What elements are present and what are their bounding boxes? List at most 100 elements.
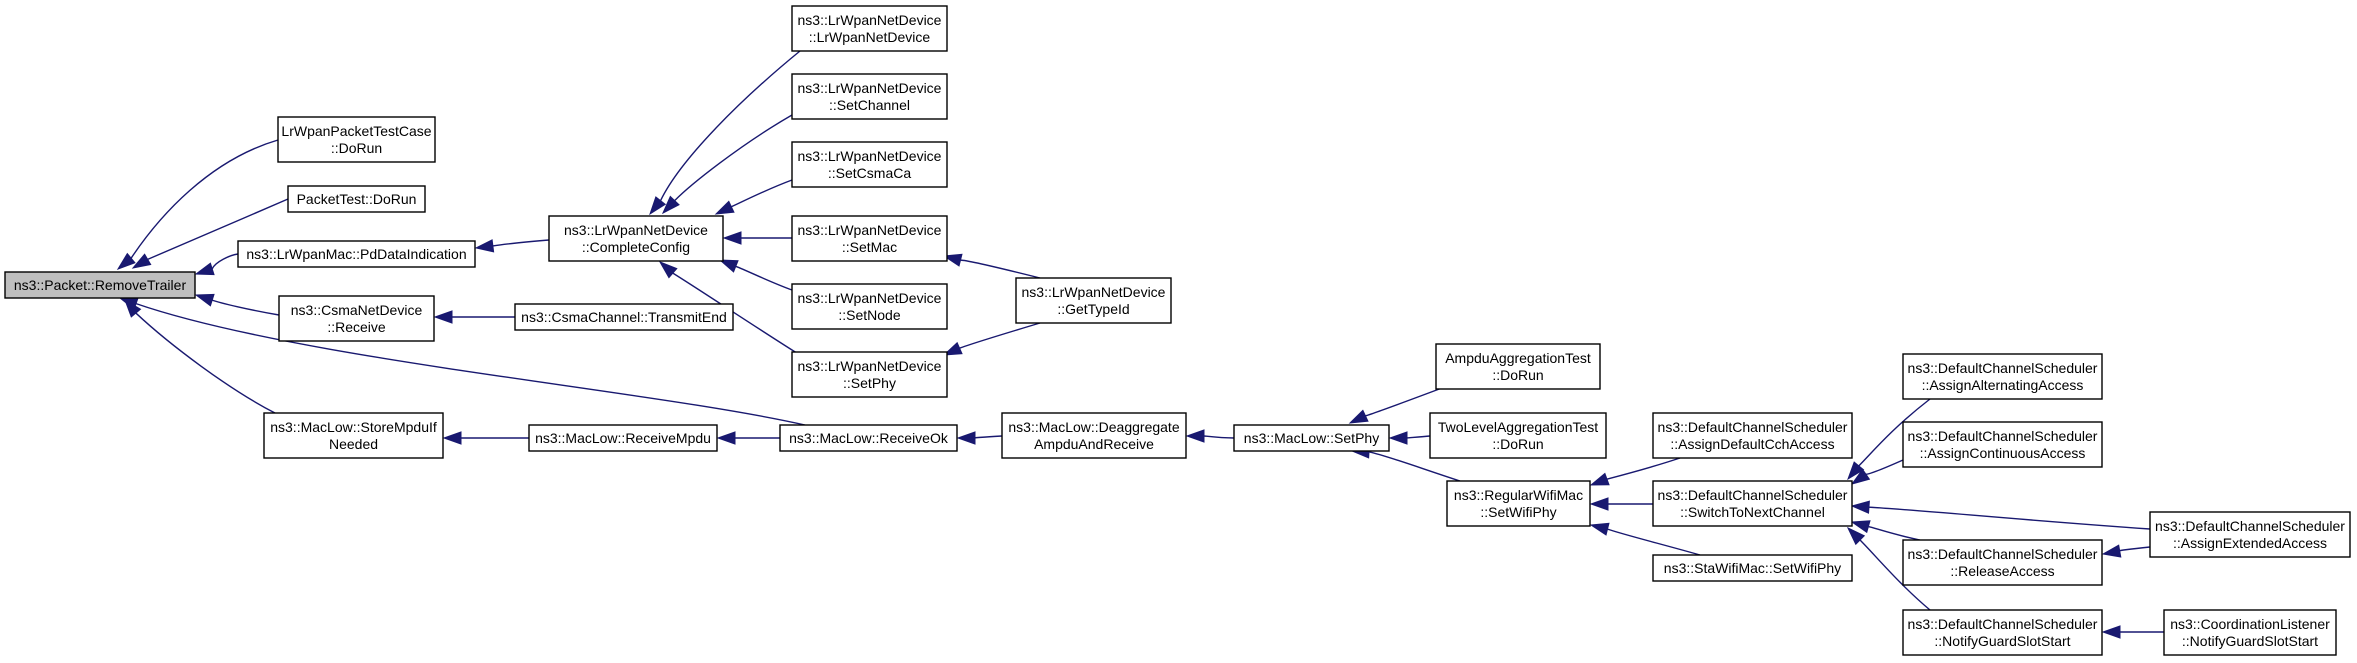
node-label: Needed xyxy=(329,436,378,452)
node-label: ns3::DefaultChannelScheduler xyxy=(1658,487,1848,503)
arrowhead xyxy=(116,252,136,270)
node-sta-set-wifi-phy[interactable]: ns3::StaWifiMac::SetWifiPhy xyxy=(1652,554,1853,582)
node-label: ns3::MacLow::ReceiveMpdu xyxy=(535,430,711,446)
call-edge xyxy=(714,179,793,215)
node-set-csma-ca[interactable]: ns3::LrWpanNetDevice::SetCsmaCa xyxy=(791,141,948,188)
node-ampdu-test[interactable]: AmpduAggregationTest::DoRun xyxy=(1435,343,1601,390)
node-box xyxy=(779,424,958,452)
edge-line xyxy=(731,179,793,208)
node-maclow-set-phy[interactable]: ns3::MacLow::SetPhy xyxy=(1233,424,1390,452)
node-assign-default-cch[interactable]: ns3::DefaultChannelScheduler::AssignDefa… xyxy=(1652,412,1853,459)
arrowhead xyxy=(1388,431,1408,445)
arrowhead xyxy=(1589,497,1609,511)
node-release-access[interactable]: ns3::DefaultChannelScheduler::ReleaseAcc… xyxy=(1902,539,2103,586)
node-label: TwoLevelAggregationTest xyxy=(1438,419,1598,435)
node-assign-continuous[interactable]: ns3::DefaultChannelScheduler::AssignCont… xyxy=(1902,421,2103,468)
edge-line xyxy=(2118,546,2151,552)
node-label: ::DoRun xyxy=(1492,367,1543,383)
node-label: LrWpanPacketTestCase xyxy=(281,123,431,139)
arrowhead xyxy=(1850,468,1871,485)
node-label: ::SetChannel xyxy=(829,97,910,113)
node-notify-guard-slot-listener[interactable]: ns3::CoordinationListener::NotifyGuardSl… xyxy=(2163,609,2337,656)
arrowhead xyxy=(1847,461,1865,481)
node-receive-mpdu[interactable]: ns3::MacLow::ReceiveMpdu xyxy=(528,424,718,452)
edge-line xyxy=(1406,435,1431,439)
edge-line xyxy=(147,198,289,261)
node-get-type-id[interactable]: ns3::LrWpanNetDevice::GetTypeId xyxy=(1015,277,1172,324)
arrowhead xyxy=(1185,429,1205,443)
edge-line xyxy=(960,259,1041,279)
call-edge xyxy=(2101,625,2165,639)
edge-line xyxy=(211,253,239,270)
node-label: ns3::DefaultChannelScheduler xyxy=(1908,616,2098,632)
call-edge xyxy=(661,114,793,215)
node-label: ::LrWpanNetDevice xyxy=(809,29,931,45)
node-csma-receive[interactable]: ns3::CsmaNetDevice::Receive xyxy=(278,295,435,342)
node-packet-test[interactable]: PacketTest::DoRun xyxy=(287,185,426,213)
arrowhead xyxy=(2101,544,2122,558)
node-label: ns3::LrWpanNetDevice xyxy=(564,222,708,238)
call-edge xyxy=(956,431,1003,445)
call-edge xyxy=(1850,459,1904,485)
arrowhead xyxy=(194,293,215,307)
call-edge xyxy=(1850,520,1921,541)
node-remove-trailer[interactable]: ns3::Packet::RemoveTrailer xyxy=(4,271,196,299)
edge-line xyxy=(1865,459,1904,476)
node-lrwpan-packet-test[interactable]: LrWpanPacketTestCase::DoRun xyxy=(277,116,436,163)
arrowhead xyxy=(716,431,736,445)
edge-line xyxy=(735,265,793,291)
node-label: ::SetWifiPhy xyxy=(1480,504,1556,520)
node-set-channel[interactable]: ns3::LrWpanNetDevice::SetChannel xyxy=(791,73,948,120)
call-edge xyxy=(942,253,1041,279)
node-label: ns3::MacLow::StoreMpduIf xyxy=(270,419,437,435)
node-notify-guard-slot-sched[interactable]: ns3::DefaultChannelScheduler::NotifyGuar… xyxy=(1902,609,2103,656)
call-edge xyxy=(2101,544,2151,558)
node-box xyxy=(1429,412,1607,459)
node-set-node[interactable]: ns3::LrWpanNetDevice::SetNode xyxy=(791,283,948,330)
edge-line xyxy=(135,312,276,414)
node-label: ::GetTypeId xyxy=(1057,301,1129,317)
node-box xyxy=(791,215,948,262)
node-switch-next-channel[interactable]: ns3::DefaultChannelScheduler::SwitchToNe… xyxy=(1652,480,1853,527)
node-box xyxy=(791,351,948,398)
call-edge xyxy=(1847,398,1931,481)
node-label: ::AssignDefaultCchAccess xyxy=(1670,436,1834,452)
node-lrwpan-set-phy[interactable]: ns3::LrWpanNetDevice::SetPhy xyxy=(791,351,948,398)
edge-line xyxy=(1868,506,2151,530)
node-label: ::DoRun xyxy=(331,140,382,156)
call-edge xyxy=(1185,429,1235,443)
call-edge xyxy=(442,431,530,445)
node-complete-config[interactable]: ns3::LrWpanNetDevice::CompleteConfig xyxy=(548,215,724,262)
node-lrwpan-ctor[interactable]: ns3::LrWpanNetDevice::LrWpanNetDevice xyxy=(791,5,948,52)
node-label: ::DoRun xyxy=(1492,436,1543,452)
node-label: AmpduAndReceive xyxy=(1034,436,1154,452)
node-label: ::SetNode xyxy=(838,307,900,323)
edge-line xyxy=(973,435,1003,439)
node-set-mac[interactable]: ns3::LrWpanNetDevice::SetMac xyxy=(791,215,948,262)
arrowhead xyxy=(1348,409,1369,424)
call-edge xyxy=(131,198,289,269)
node-assign-alternating[interactable]: ns3::DefaultChannelScheduler::AssignAlte… xyxy=(1902,353,2103,400)
node-regular-set-wifi-phy[interactable]: ns3::RegularWifiMac::SetWifiPhy xyxy=(1446,480,1591,527)
edge-line xyxy=(1368,451,1461,482)
node-pd-data-indication[interactable]: ns3::LrWpanMac::PdDataIndication xyxy=(237,240,476,268)
node-receive-ok[interactable]: ns3::MacLow::ReceiveOk xyxy=(779,424,958,452)
node-box xyxy=(2163,609,2337,656)
arrowhead xyxy=(658,261,678,279)
node-assign-extended[interactable]: ns3::DefaultChannelScheduler::AssignExte… xyxy=(2149,511,2351,558)
node-label: ns3::CoordinationListener xyxy=(2170,616,2330,632)
node-box xyxy=(1652,480,1853,527)
node-two-level-test[interactable]: TwoLevelAggregationTest::DoRun xyxy=(1429,412,1607,459)
call-edge xyxy=(1850,500,2151,530)
node-box xyxy=(791,141,948,188)
edge-line xyxy=(1859,539,1931,611)
edge-line xyxy=(1606,457,1681,480)
node-box xyxy=(1446,480,1591,527)
node-label: ns3::LrWpanNetDevice xyxy=(798,148,942,164)
node-label: ns3::LrWpanNetDevice xyxy=(798,222,942,238)
arrowhead xyxy=(718,259,739,273)
node-transmit-end[interactable]: ns3::CsmaChannel::TransmitEnd xyxy=(514,303,734,331)
